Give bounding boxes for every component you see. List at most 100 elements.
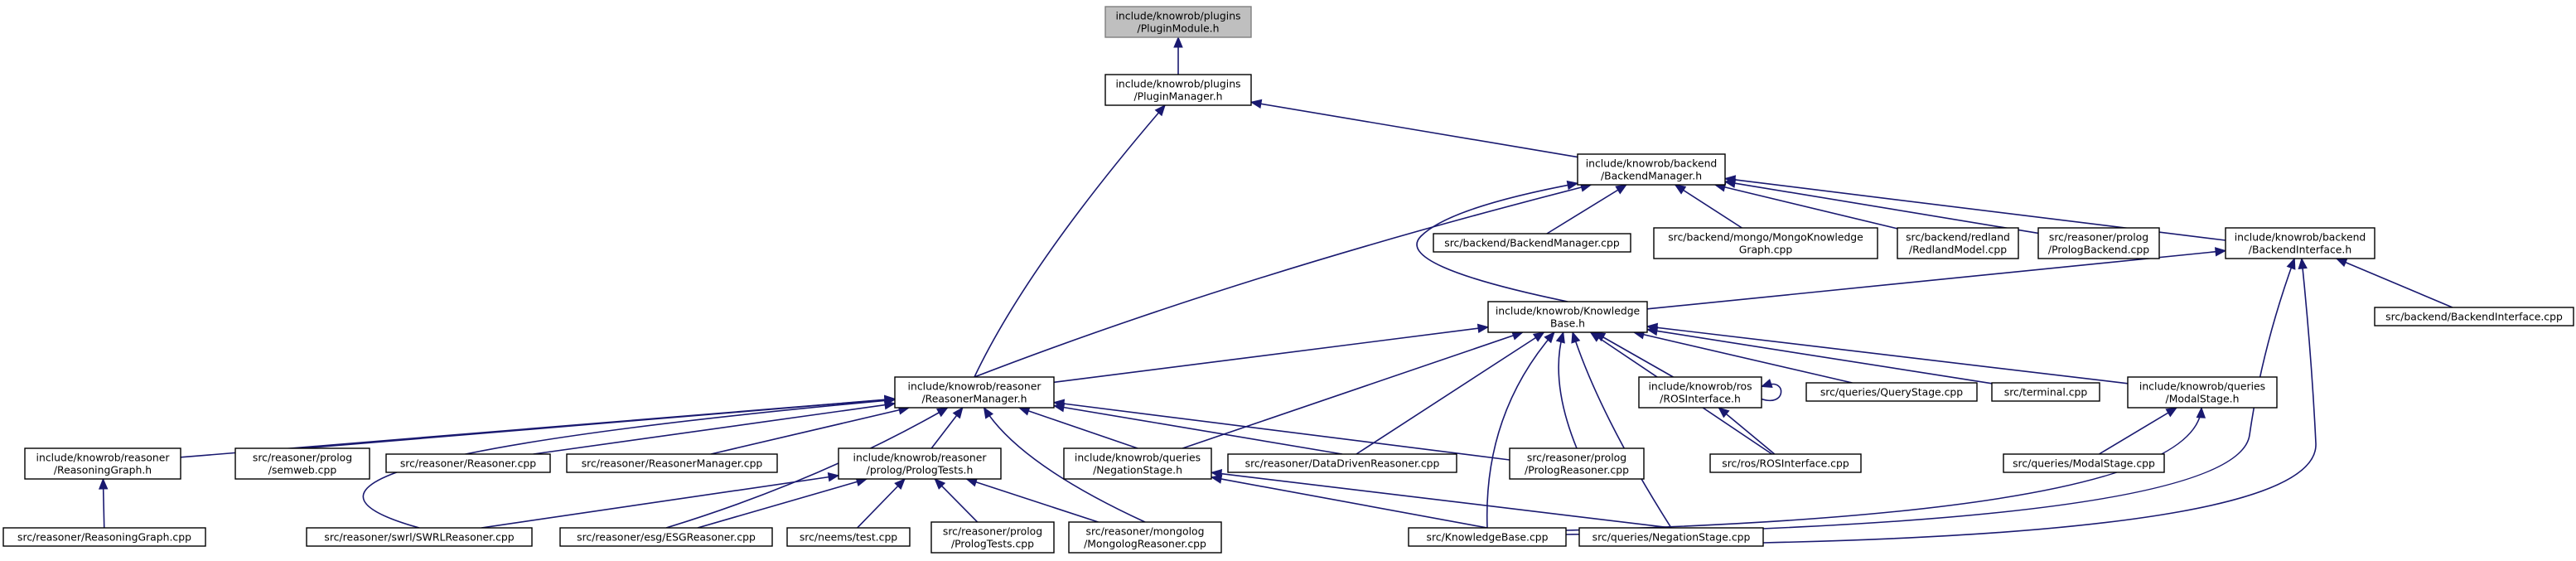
edge-arrowhead bbox=[1052, 399, 1066, 409]
node-rosinterface-h[interactable]: include/knowrob/ros/ROSInterface.h bbox=[1638, 376, 1762, 409]
dependency-edge bbox=[1718, 407, 1776, 455]
node-redlandmodel[interactable]: src/backend/redland/RedlandModel.cpp bbox=[1897, 227, 2019, 259]
dependency-edge bbox=[1052, 403, 1343, 455]
dependency-edge bbox=[302, 394, 897, 449]
dependency-edge bbox=[1762, 257, 2317, 544]
node-box bbox=[1578, 527, 1764, 547]
node-label-line: src/backend/mongo/MongoKnowledge bbox=[1668, 231, 1863, 244]
edge-arrowhead bbox=[1615, 184, 1628, 195]
node-reasoninggraph-cpp[interactable]: src/reasoner/ReasoningGraph.cpp bbox=[2, 527, 206, 547]
edge-line bbox=[1675, 184, 1742, 229]
dependency-edge bbox=[481, 472, 840, 529]
node-box bbox=[1805, 382, 1978, 402]
node-label-line: /PrologBackend.cpp bbox=[2048, 244, 2149, 256]
dependency-edge bbox=[2335, 258, 2453, 308]
edge-line bbox=[974, 104, 1166, 378]
edge-arrowhead bbox=[1718, 407, 1730, 418]
edge-line bbox=[1053, 401, 1510, 461]
node-mongologreasoner[interactable]: src/reasoner/mongolog/MongologReasoner.c… bbox=[1068, 521, 1222, 554]
node-label-line: /semweb.cpp bbox=[268, 464, 337, 476]
edge-arrowhead bbox=[1210, 468, 1223, 479]
node-modalstage-cpp[interactable]: src/queries/ModalStage.cpp bbox=[2003, 453, 2165, 473]
edge-line bbox=[857, 478, 906, 529]
node-backendmanager-h[interactable]: include/knowrob/backend/BackendManager.h bbox=[1577, 153, 1726, 186]
node-label-line: include/knowrob/backend bbox=[2235, 231, 2366, 244]
node-label-line: /PluginManager.h bbox=[1133, 90, 1222, 103]
node-box bbox=[930, 521, 1055, 554]
edge-arrowhead bbox=[1589, 331, 1602, 342]
node-label-line: include/knowrob/Knowledge bbox=[1496, 305, 1640, 317]
node-box bbox=[385, 453, 551, 473]
node-terminal[interactable]: src/terminal.cpp bbox=[1991, 382, 2100, 402]
node-reasonermanager-h[interactable]: include/knowrob/reasoner/ReasonerManager… bbox=[894, 376, 1055, 409]
node-negationstage-cpp[interactable]: src/queries/NegationStage.cpp bbox=[1578, 527, 1764, 547]
edge-line bbox=[1211, 472, 1672, 529]
node-box bbox=[1068, 521, 1222, 554]
node-datadrivenreasoner[interactable]: src/reasoner/DataDrivenReasoner.cpp bbox=[1227, 453, 1457, 473]
node-label-line: src/backend/redland bbox=[1906, 231, 2010, 244]
node-box bbox=[24, 447, 181, 480]
node-label-line: src/reasoner/prolog bbox=[1527, 452, 1626, 464]
edge-arrowhead bbox=[1674, 184, 1687, 195]
node-reasoninggraph-h[interactable]: include/knowrob/reasoner/ReasoningGraph.… bbox=[24, 447, 181, 480]
node-label-line: src/reasoner/ReasoningGraph.cpp bbox=[17, 531, 191, 544]
edge-arrowhead bbox=[983, 406, 994, 419]
dependency-edge bbox=[1565, 406, 2206, 531]
node-label-line: src/terminal.cpp bbox=[2004, 386, 2088, 399]
edge-line bbox=[710, 407, 910, 455]
node-label-line: include/knowrob/reasoner bbox=[908, 380, 1042, 393]
edge-line bbox=[1646, 249, 2226, 310]
node-semweb[interactable]: src/reasoner/prolog/semweb.cpp bbox=[234, 447, 370, 480]
edge-arrowhead bbox=[935, 407, 949, 418]
node-label-line: /ReasonerManager.h bbox=[921, 393, 1027, 405]
edge-arrowhead bbox=[2298, 257, 2308, 270]
node-backendinterface-cpp[interactable]: src/backend/BackendInterface.cpp bbox=[2374, 307, 2574, 326]
node-label-line: src/reasoner/prolog bbox=[253, 452, 352, 464]
node-label-line: src/queries/QueryStage.cpp bbox=[1820, 386, 1963, 399]
node-backendmanager-cpp[interactable]: src/backend/BackendManager.cpp bbox=[1433, 233, 1631, 253]
node-neemstest[interactable]: src/neems/test.cpp bbox=[786, 527, 911, 547]
node-pluginmanager[interactable]: include/knowrob/plugins/PluginManager.h bbox=[1104, 74, 1252, 106]
node-knowledgebase-cpp[interactable]: src/KnowledgeBase.cpp bbox=[1408, 527, 1567, 547]
dependency-edge bbox=[934, 478, 979, 523]
node-knowledgebase-h[interactable]: include/knowrob/KnowledgeBase.h bbox=[1487, 301, 1648, 333]
edge-arrowhead bbox=[1723, 175, 1737, 185]
node-prologtests-h[interactable]: include/knowrob/reasoner/prolog/PrologTe… bbox=[838, 447, 1002, 480]
node-querystage[interactable]: src/queries/QueryStage.cpp bbox=[1805, 382, 1978, 402]
node-swrlreasoner[interactable]: src/reasoner/swrl/SWRLReasoner.cpp bbox=[306, 527, 533, 547]
node-box bbox=[2127, 376, 2278, 409]
edge-line bbox=[481, 475, 839, 529]
node-modalstage-h[interactable]: include/knowrob/queries/ModalStage.h bbox=[2127, 376, 2278, 409]
edge-line bbox=[1565, 407, 2202, 531]
node-reasonermanager-cpp[interactable]: src/reasoner/ReasonerManager.cpp bbox=[566, 453, 778, 473]
node-box bbox=[1577, 153, 1726, 186]
node-box bbox=[894, 376, 1055, 409]
node-box bbox=[786, 527, 911, 547]
node-box bbox=[1487, 301, 1648, 333]
node-prologtests-cpp[interactable]: src/reasoner/prolog/PrologTests.cpp bbox=[930, 521, 1055, 554]
node-label-line: include/knowrob/plugins bbox=[1115, 78, 1240, 90]
node-backendinterface-h[interactable]: include/knowrob/backend/BackendInterface… bbox=[2225, 227, 2375, 259]
node-prologbackend[interactable]: src/reasoner/prolog/PrologBackend.cpp bbox=[2037, 227, 2160, 259]
dependency-edge bbox=[1646, 322, 2129, 384]
edges-layer bbox=[98, 36, 2453, 544]
node-reasoner-cpp[interactable]: src/reasoner/Reasoner.cpp bbox=[385, 453, 551, 473]
node-label-line: include/knowrob/reasoner bbox=[853, 452, 988, 464]
dependency-edge bbox=[1017, 406, 1138, 449]
edge-arrowhead bbox=[1173, 36, 1183, 48]
node-box bbox=[1408, 527, 1567, 547]
node-prologreasoner[interactable]: src/reasoner/prolog/PrologReasoner.cpp bbox=[1509, 447, 1645, 480]
node-box bbox=[2225, 227, 2375, 259]
edge-line bbox=[1558, 331, 1578, 449]
node-negationstage-h[interactable]: include/knowrob/queries/NegationStage.h bbox=[1063, 447, 1212, 480]
edge-arrowhead bbox=[1544, 331, 1555, 344]
node-esgreasoner[interactable]: src/reasoner/esg/ESGReasoner.cpp bbox=[559, 527, 773, 547]
node-mongoknowledgegraph[interactable]: src/backend/mongo/MongoKnowledgeGraph.cp… bbox=[1653, 227, 1878, 259]
node-rosinterface-cpp[interactable]: src/ros/ROSInterface.cpp bbox=[1709, 453, 1862, 473]
edge-arrowhead bbox=[1646, 322, 1659, 333]
node-box bbox=[1709, 453, 1862, 473]
node-box bbox=[1509, 447, 1645, 480]
node-label-line: Graph.cpp bbox=[1739, 244, 1793, 256]
edge-line bbox=[1761, 383, 1782, 402]
